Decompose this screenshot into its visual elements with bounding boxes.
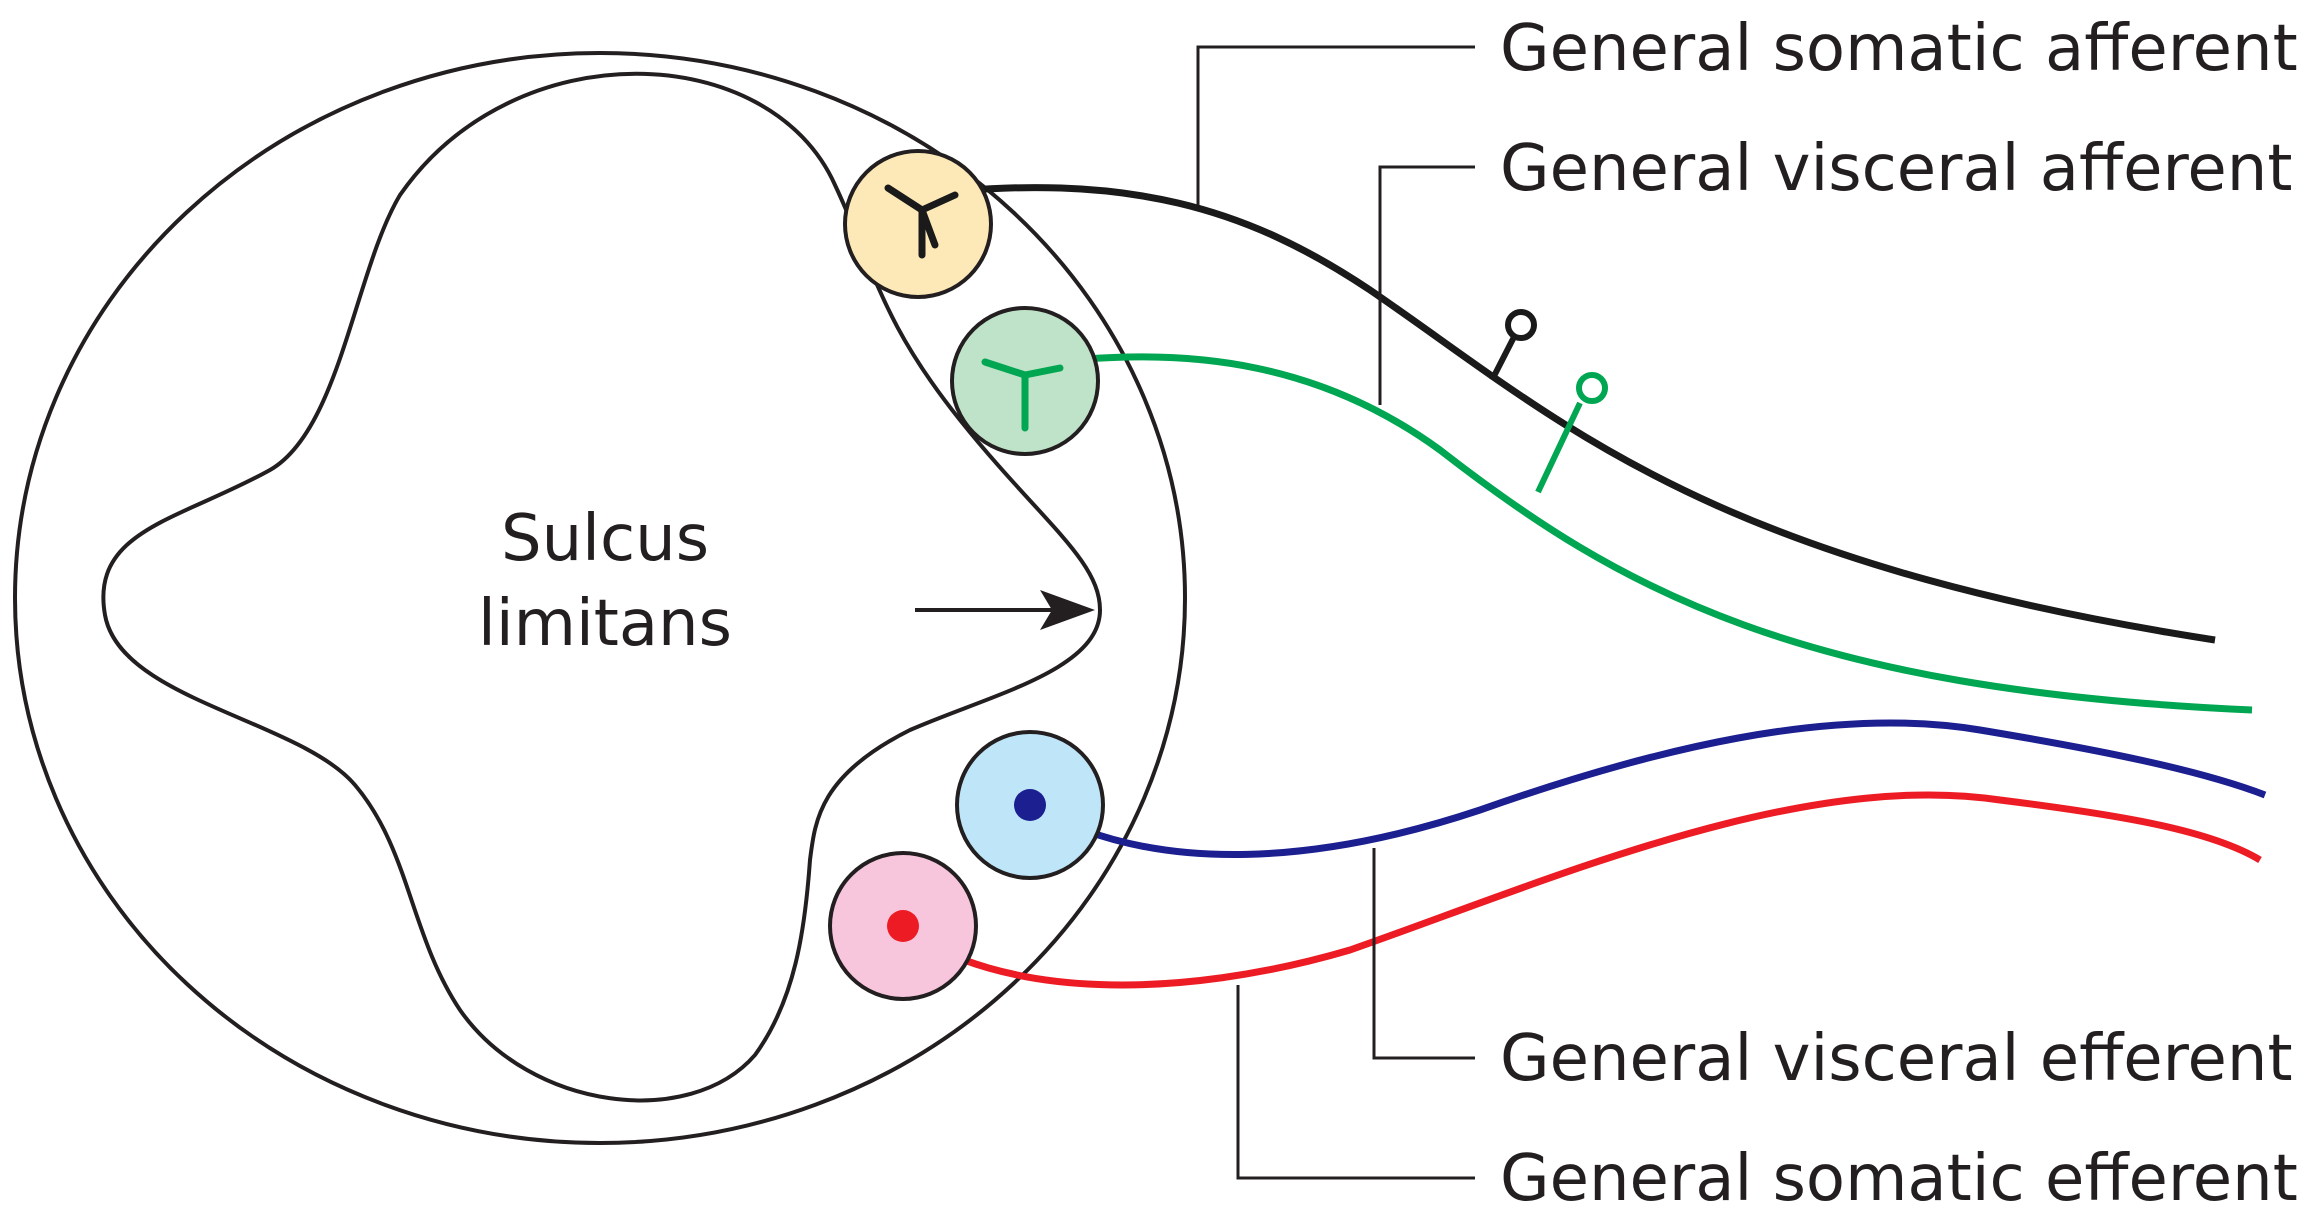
gva-cell-body <box>950 306 1100 456</box>
gse-fiber <box>897 791 2262 989</box>
gsa-cell-dendrite-icon <box>884 184 959 259</box>
gva-cell-dendrite-icon <box>981 358 1064 432</box>
sulcus-limitans-label-line1: Sulcus <box>501 502 709 576</box>
gse-cell-body <box>828 851 978 1001</box>
gse-cell-nucleus <box>887 910 919 942</box>
gva-receptor-branch <box>1535 372 1608 494</box>
gsa-label: General somatic afferent <box>1500 12 2298 86</box>
gse-label: General somatic efferent <box>1500 1142 2298 1216</box>
gve-leader-line <box>1372 848 1475 1060</box>
gsa-cell-body <box>843 149 993 299</box>
gsa-fiber <box>917 184 2216 644</box>
gve-cell-body <box>955 730 1105 880</box>
gve-label: General visceral efferent <box>1500 1022 2293 1096</box>
sulcus-limitans-label-line2: limitans <box>478 587 732 661</box>
sulcus-limitans-arrow <box>915 590 1095 630</box>
gsa-leader-line <box>1196 45 1475 205</box>
spinal-cord-outline <box>13 51 1187 1145</box>
gva-label: General visceral afferent <box>1500 132 2292 206</box>
gve-cell-nucleus <box>1014 789 1046 821</box>
gsa-receptor-branch <box>1489 309 1537 382</box>
gse-leader-line <box>1236 985 1475 1180</box>
gve-fiber <box>1028 719 2267 858</box>
gva-fiber <box>1024 353 2253 714</box>
gva-leader-line <box>1378 165 1475 405</box>
central-gray-outline <box>101 71 1103 1103</box>
